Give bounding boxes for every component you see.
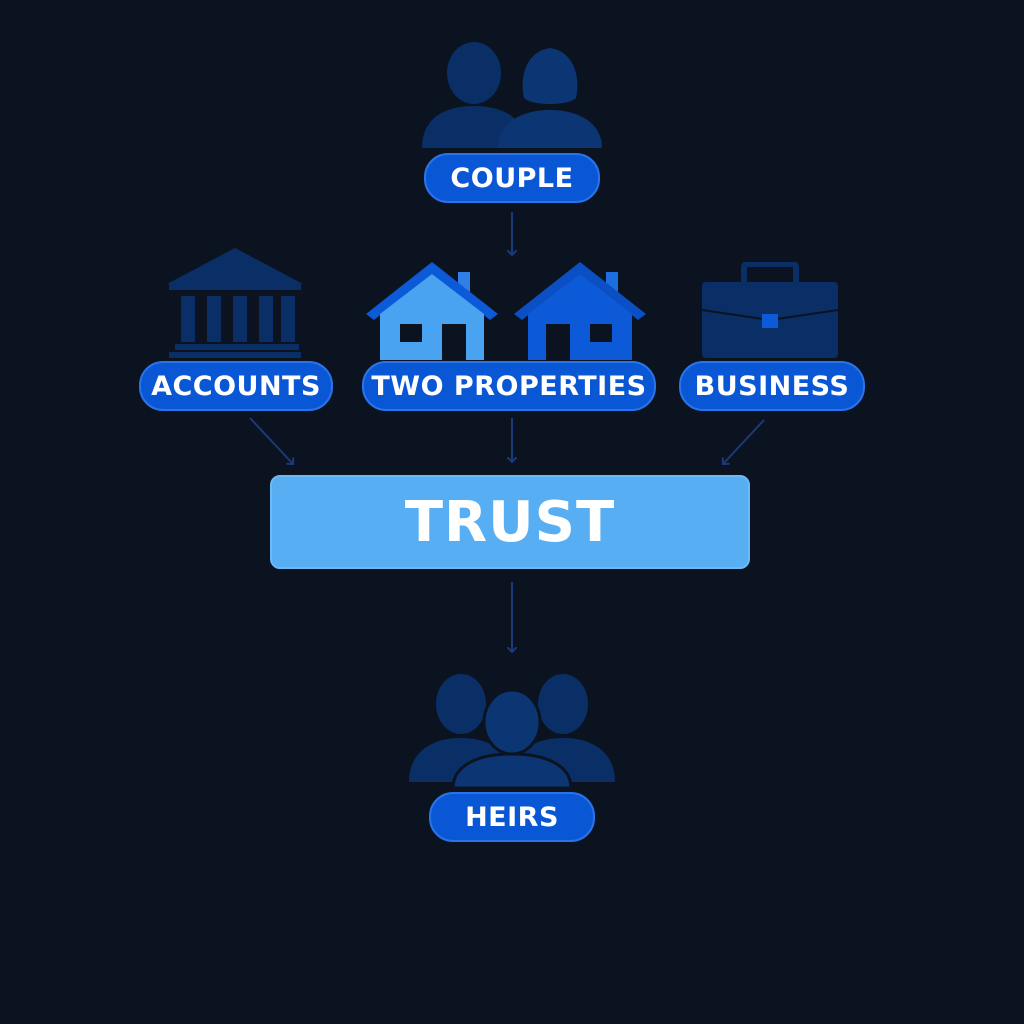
couple-icon <box>422 42 602 148</box>
group-icon <box>409 674 615 790</box>
heirs-label: HEIRS <box>429 792 595 842</box>
bank-icon <box>167 248 303 358</box>
business-label: BUSINESS <box>679 361 865 411</box>
trust-box: TRUST <box>270 475 750 569</box>
couple-label: COUPLE <box>424 153 600 203</box>
arrow-business-to-trust <box>723 419 765 464</box>
briefcase-icon <box>701 262 839 358</box>
accounts-label: ACCOUNTS <box>139 361 333 411</box>
arrow-accounts-to-trust <box>249 417 293 464</box>
two-properties-label: TWO PROPERTIES <box>362 361 656 411</box>
houses-icon <box>366 262 646 360</box>
